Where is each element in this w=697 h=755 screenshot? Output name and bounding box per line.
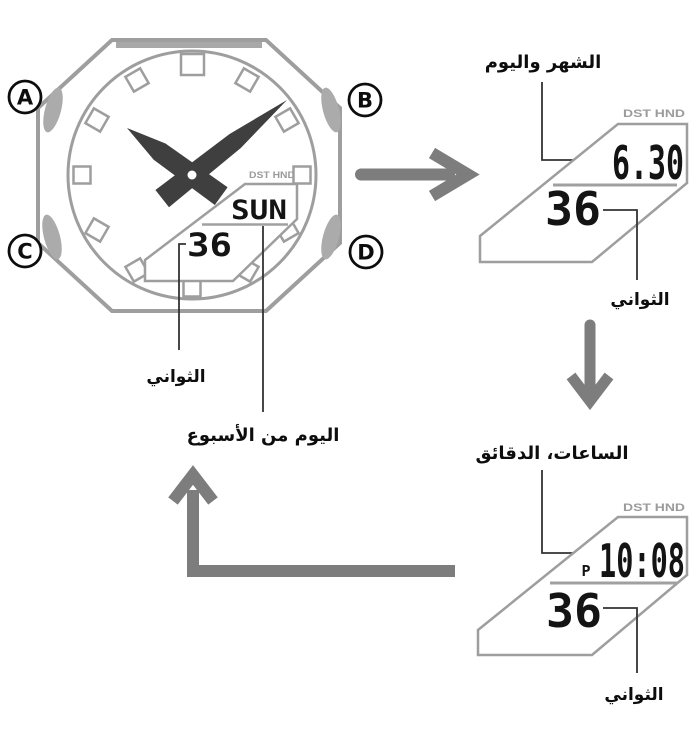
- panel-time-pm: P: [581, 562, 590, 580]
- panel-time-title: الساعات، الدقائق: [475, 443, 628, 464]
- panel-time-value: 10:08: [599, 534, 685, 588]
- pusher-b: [321, 87, 341, 133]
- marker-3: [292, 165, 312, 185]
- watch-seconds-label: الثواني: [146, 367, 205, 387]
- hand-hub-dot: [187, 170, 197, 180]
- button-d-label: D: [357, 241, 374, 265]
- marker-10: [83, 106, 111, 134]
- pusher-a: [43, 87, 63, 133]
- watch-lcd-window: [143, 182, 299, 283]
- callout-line-time-seconds: [603, 607, 638, 673]
- marker-11: [123, 66, 151, 94]
- callout-line-date-seconds: [603, 209, 638, 280]
- callout-line-watch-seconds: [178, 243, 186, 350]
- panel-time-seconds-label: الثواني: [604, 685, 663, 705]
- panel-time-seconds: 36: [546, 584, 602, 638]
- watch-lcd-seconds: 36: [187, 226, 232, 264]
- panel-hours-minutes: الساعات، الدقائق DST HND P 10:08 36 الثو…: [475, 443, 689, 705]
- watch-lcd-indicator: DST HND: [249, 170, 296, 180]
- arrow-return-head: [168, 465, 218, 505]
- arrow-return-shaft: [187, 490, 455, 577]
- panel-month-day: الشهر واليوم DST HND 6.30 36 الثواني: [478, 52, 689, 310]
- marker-8: [83, 216, 111, 244]
- panel-date-lcd: [478, 122, 689, 264]
- watch-day-of-week-label: اليوم من الأسبوع: [187, 424, 340, 446]
- marker-9: [72, 165, 92, 185]
- arrow-right-head: [428, 147, 480, 202]
- button-c-label: C: [17, 240, 32, 264]
- panel-time-lcd: [476, 515, 689, 657]
- marker-12: [179, 52, 206, 77]
- watch-lcd-day: SUN: [231, 195, 287, 226]
- pusher-c: [42, 214, 62, 260]
- pusher-d: [321, 214, 341, 260]
- panel-date-seconds: 36: [545, 182, 601, 236]
- panel-date-seconds-label: الثواني: [610, 290, 669, 310]
- button-b-circle: [347, 82, 383, 118]
- button-a-label: A: [17, 86, 34, 110]
- marker-2: [273, 106, 301, 134]
- panel-date-value: 6.30: [612, 136, 684, 190]
- button-a-circle: [7, 79, 43, 115]
- button-labels: A B C D: [7, 79, 384, 270]
- button-d-circle: [348, 234, 384, 270]
- watch-pushers: [42, 87, 341, 260]
- panel-time-indicator: DST HND: [623, 502, 685, 514]
- button-b-label: B: [357, 89, 373, 113]
- flow-arrows: [168, 147, 614, 577]
- marker-1: [233, 66, 261, 94]
- button-c-circle: [7, 233, 43, 269]
- panel-date-title: الشهر واليوم: [485, 52, 602, 73]
- panel-date-indicator: DST HND: [623, 108, 685, 120]
- analog-hands: [127, 100, 287, 208]
- arrow-down-head: [566, 372, 614, 411]
- hour-hand: [127, 128, 228, 205]
- watch: DST HND SUN 36 الثواني اليوم من الأسبوع …: [7, 38, 384, 446]
